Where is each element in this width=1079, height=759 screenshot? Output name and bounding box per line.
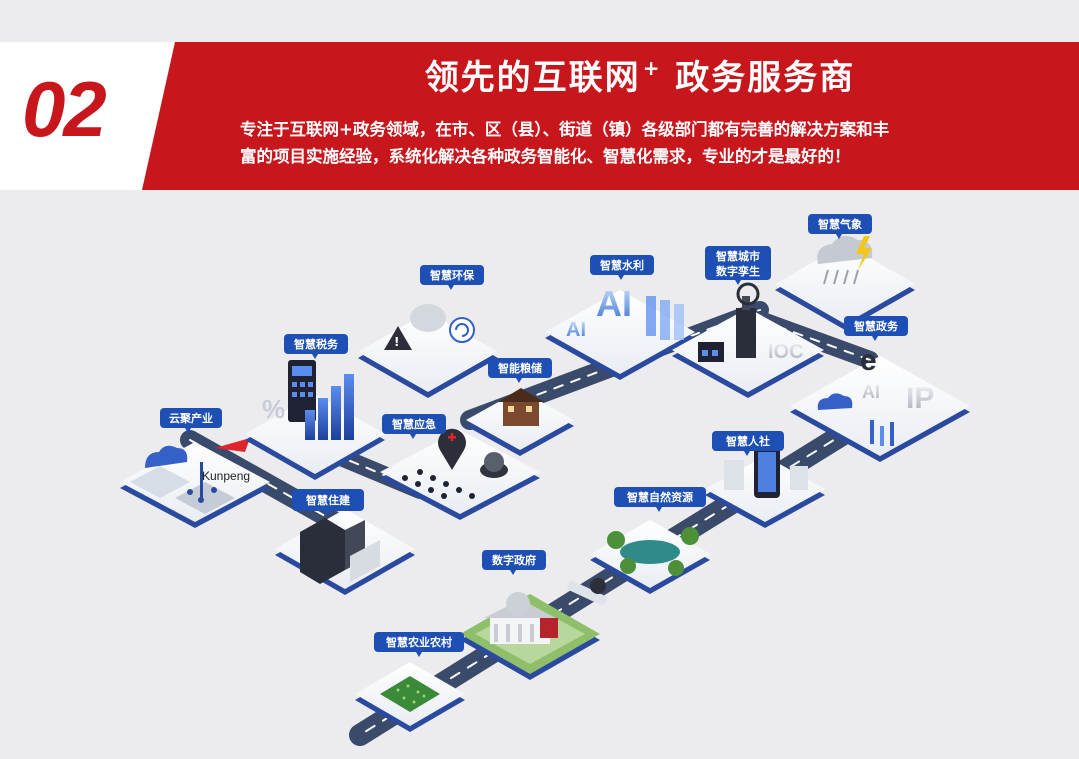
tower-icon	[736, 308, 756, 358]
tag-environment: 智慧环保	[420, 265, 484, 290]
section-number: 02	[22, 65, 107, 153]
tile-environment[interactable]: !	[358, 304, 498, 398]
ip-label: IP	[906, 382, 934, 415]
brain-icon	[410, 304, 446, 332]
cloud-icon	[145, 445, 188, 468]
description-line-2: 富的项目实施经验，系统化解决各种政务智能化、智慧化需求，专业的才是最好的！	[240, 147, 851, 166]
tree-icon	[607, 531, 625, 549]
svg-text:智能粮储: 智能粮储	[498, 361, 542, 375]
location-pin-icon	[438, 428, 467, 470]
ai-small-label: AI	[566, 319, 586, 341]
tile-weather[interactable]	[775, 235, 915, 330]
tag-tax: 智慧税务	[284, 334, 348, 359]
tag-weather: 智慧气象	[808, 214, 872, 239]
kunpeng-label: Kunpeng	[202, 469, 250, 483]
tile-city-twin[interactable]: IOC	[672, 282, 824, 398]
tag-emergency: 智慧应急	[382, 414, 446, 439]
document-icon	[724, 460, 744, 490]
svg-text:智慧水利: 智慧水利	[600, 258, 644, 272]
page-description: 专注于互联网+政务领域，在市、区（县）、街道（镇）各级部门都有完善的解决方案和丰…	[240, 116, 1040, 170]
svg-text:智慧城市: 智慧城市	[716, 249, 760, 263]
svg-text:智慧农业农村: 智慧农业农村	[386, 635, 452, 649]
globe-icon	[506, 592, 530, 616]
ai-large-label: AI	[596, 283, 632, 324]
tag-digital-gov: 数字政府	[482, 550, 546, 575]
cloud-icon	[817, 393, 853, 410]
tile-agriculture[interactable]	[355, 662, 465, 732]
title-main: 领先的互联网	[424, 58, 641, 98]
e-letter-label: e	[860, 344, 877, 377]
shop-icon	[698, 342, 724, 362]
granary-icon	[503, 400, 539, 426]
tile-emergency[interactable]	[380, 428, 540, 520]
tag-natural-resources: 智慧自然资源	[614, 487, 706, 512]
tag-housing: 智慧住建	[292, 489, 364, 516]
waterfall-icon	[646, 296, 656, 336]
recycle-icon	[449, 317, 475, 343]
ioc-label: IOC	[768, 341, 804, 363]
tile-cloud-industry[interactable]: Kunpeng	[120, 438, 270, 528]
gear-icon	[736, 282, 760, 306]
tag-hr: 智慧人社	[712, 431, 784, 456]
svg-text:数字孪生: 数字孪生	[716, 264, 760, 278]
bar-chart-icon	[305, 410, 315, 440]
tag-cloud-industry: 云聚产业	[160, 408, 222, 433]
page-title: 领先的互联网+ 政务服务商	[240, 50, 1040, 99]
tile-water[interactable]: AI AI	[545, 283, 695, 380]
tile-digital-gov[interactable]	[460, 578, 608, 680]
ai-gov-label: AI	[862, 382, 880, 402]
cloud-rain-icon	[817, 235, 873, 264]
svg-text:智慧税务: 智慧税务	[294, 337, 339, 351]
tag-city-twin: 智慧城市 数字孪生	[705, 246, 771, 285]
svg-text:智慧政务: 智慧政务	[854, 319, 899, 333]
tile-gov-affairs[interactable]: e AI IP	[790, 344, 970, 462]
tile-tax[interactable]: %	[245, 360, 385, 480]
tile-grain[interactable]	[466, 388, 574, 456]
tile-housing[interactable]	[275, 509, 415, 595]
tile-natural-resources[interactable]	[590, 520, 710, 594]
svg-text:智慧气象: 智慧气象	[818, 217, 862, 231]
farmland-icon	[380, 676, 440, 712]
svg-text:!: !	[394, 335, 399, 349]
lightning-icon	[856, 236, 872, 270]
description-line-1: 专注于互联网+政务领域，在市、区（县）、街道（镇）各级部门都有完善的解决方案和丰	[240, 120, 890, 139]
tag-gov-affairs: 智慧政务	[844, 316, 908, 341]
train-icon	[567, 580, 607, 606]
banner-red-panel	[142, 42, 1079, 190]
header-banner: 02 领先的互联网+ 政务服务商 专注于互联网+政务领域，在市、区（县）、街道（…	[0, 42, 1079, 190]
svg-text:智慧人社: 智慧人社	[726, 434, 770, 448]
svg-text:智慧环保: 智慧环保	[430, 268, 475, 282]
svg-text:智慧应急: 智慧应急	[392, 417, 436, 431]
kunpeng-logo-icon	[215, 438, 250, 452]
shield-icon	[590, 578, 606, 594]
title-plus: +	[642, 56, 662, 80]
svg-text:云聚产业: 云聚产业	[169, 411, 213, 425]
tag-agriculture: 智慧农业农村	[374, 632, 464, 657]
building-icon	[300, 518, 345, 584]
warning-icon	[384, 326, 412, 350]
svg-text:数字政府: 数字政府	[492, 553, 536, 567]
tile-hr[interactable]	[705, 446, 825, 528]
lake-icon	[620, 540, 680, 564]
svg-text:智慧住建: 智慧住建	[306, 493, 351, 507]
tag-grain: 智能粮储	[488, 358, 552, 383]
svg-text:%: %	[262, 394, 285, 424]
svg-text:智慧自然资源: 智慧自然资源	[627, 490, 693, 504]
tag-water: 智慧水利	[590, 255, 654, 280]
title-tail: 政务服务商	[675, 58, 856, 98]
